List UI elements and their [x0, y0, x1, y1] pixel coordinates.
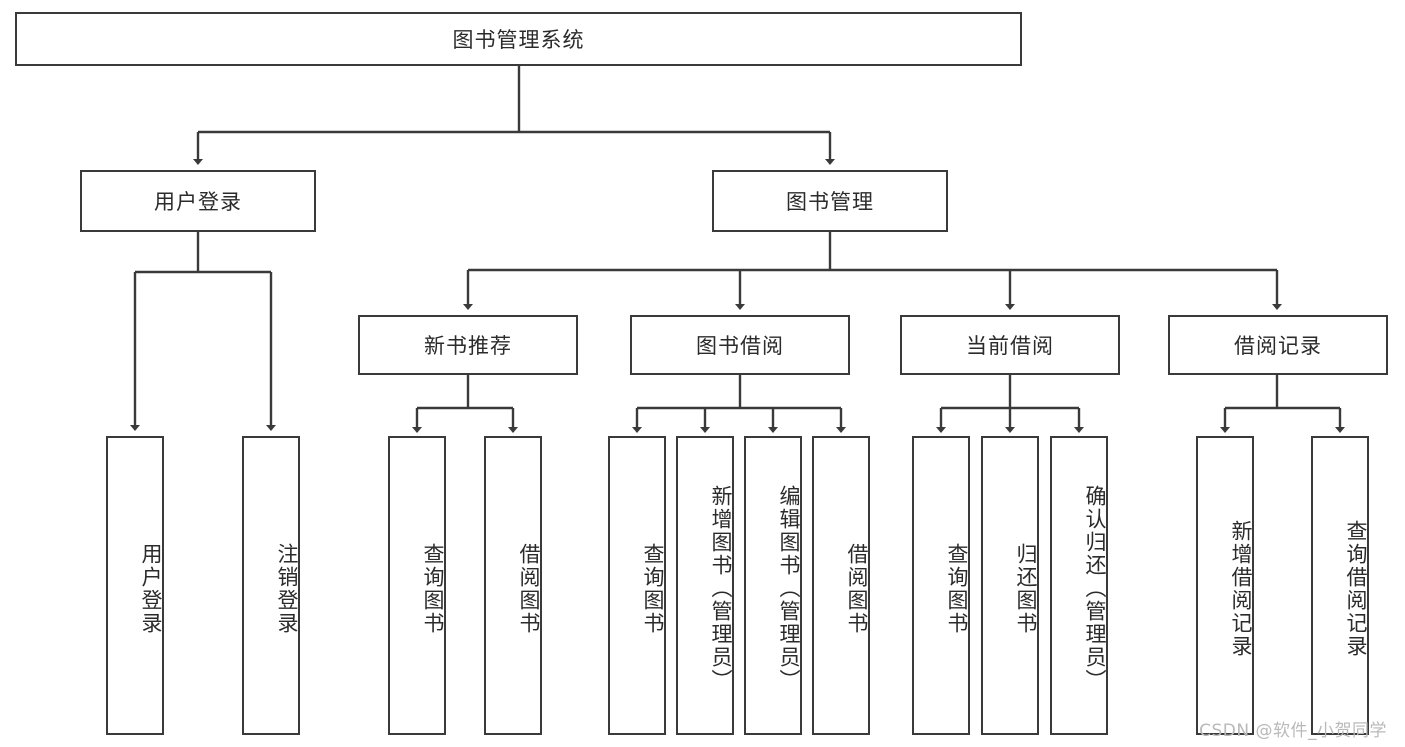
- node-label: 查询图书: [641, 542, 665, 635]
- leaf-new-book-borrow[interactable]: 借阅图书: [484, 436, 542, 735]
- leaf-new-book-query[interactable]: 查询图书: [388, 436, 446, 735]
- leaf-record-query-borrow-record[interactable]: 查询借阅记录: [1311, 436, 1369, 735]
- node-label: 用户登录: [154, 190, 242, 214]
- node-label: 查询借阅记录: [1344, 519, 1368, 658]
- node-label: 归还图书: [1014, 542, 1038, 635]
- leaf-borrow-query-book[interactable]: 查询图书: [608, 436, 666, 735]
- node-label: 查询图书: [945, 542, 969, 635]
- node-new-book-recommend[interactable]: 新书推荐: [358, 315, 578, 375]
- node-label: 查询图书: [421, 542, 445, 635]
- node-label: 借阅图书: [517, 542, 541, 635]
- leaf-current-query-book[interactable]: 查询图书: [912, 436, 970, 735]
- node-user-login[interactable]: 用户登录: [80, 170, 316, 232]
- node-borrow-record[interactable]: 借阅记录: [1168, 315, 1388, 375]
- node-book-borrow[interactable]: 图书借阅: [630, 315, 850, 375]
- node-label: 新增图书（管理员）: [709, 485, 733, 692]
- leaf-borrow-borrow-book[interactable]: 借阅图书: [812, 436, 870, 735]
- node-label: 图书管理: [786, 190, 874, 214]
- leaf-borrow-edit-book-admin[interactable]: 编辑图书（管理员）: [744, 436, 802, 735]
- leaf-user-login-logout[interactable]: 注销登录: [242, 436, 300, 735]
- leaf-record-add-borrow-record[interactable]: 新增借阅记录: [1196, 436, 1254, 735]
- node-label: 借阅图书: [845, 542, 869, 635]
- node-current-borrow[interactable]: 当前借阅: [900, 315, 1120, 375]
- leaf-current-confirm-return-admin[interactable]: 确认归还（管理员）: [1050, 436, 1108, 735]
- node-label: 确认归还（管理员）: [1083, 485, 1107, 692]
- leaf-borrow-add-book-admin[interactable]: 新增图书（管理员）: [676, 436, 734, 735]
- node-label: 新增借阅记录: [1229, 519, 1253, 658]
- node-book-management[interactable]: 图书管理: [712, 170, 948, 232]
- watermark-text: CSDN @软件_小贺同学: [1199, 721, 1387, 741]
- leaf-user-login-login[interactable]: 用户登录: [106, 436, 164, 735]
- leaf-current-return-book[interactable]: 归还图书: [981, 436, 1039, 735]
- node-label: 当前借阅: [966, 334, 1054, 358]
- node-label: 图书管理系统: [452, 28, 585, 52]
- node-label: 用户登录: [139, 542, 163, 635]
- node-label: 注销登录: [275, 542, 299, 635]
- node-root-book-management-system[interactable]: 图书管理系统: [15, 12, 1022, 66]
- node-label: 借阅记录: [1234, 334, 1322, 358]
- node-label: 图书借阅: [696, 334, 784, 358]
- node-label: 新书推荐: [424, 334, 512, 358]
- node-label: 编辑图书（管理员）: [777, 485, 801, 692]
